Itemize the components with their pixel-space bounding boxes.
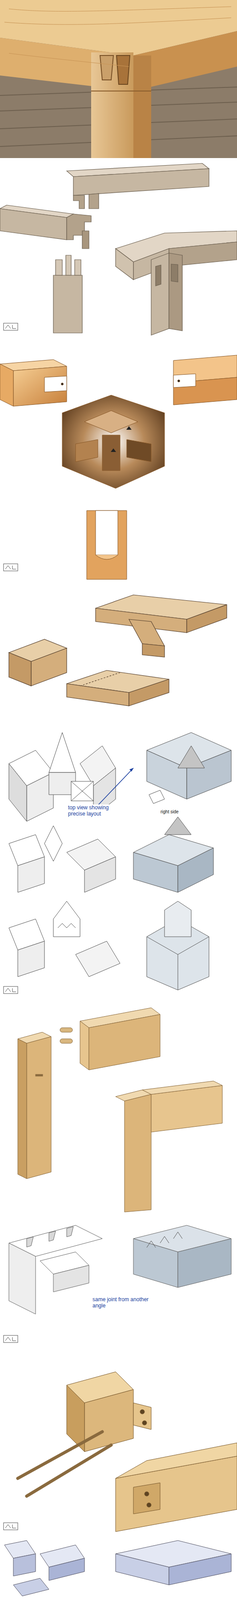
fork-joint <box>0 163 237 336</box>
dovetail-joint <box>8 1227 232 1317</box>
annotation-label: top view showing precise layout <box>66 805 120 820</box>
table-photo <box>0 0 237 159</box>
mitre-joint <box>4 1542 232 1599</box>
dowel-joint <box>17 1009 223 1214</box>
annotation-label: same joint from another angle <box>91 1298 152 1312</box>
logo-mark <box>3 564 18 572</box>
puzzle-joint <box>0 355 237 581</box>
leader-arrowhead <box>129 769 134 773</box>
annotation-label: right side <box>159 810 181 817</box>
logo-mark <box>3 1337 18 1345</box>
pinned-tenon <box>17 1373 237 1535</box>
logo-mark <box>3 1525 18 1533</box>
logo-mark <box>3 988 18 996</box>
pyramid-joint <box>8 733 232 992</box>
logo-mark <box>3 323 18 331</box>
half-lap-joint <box>8 595 227 707</box>
